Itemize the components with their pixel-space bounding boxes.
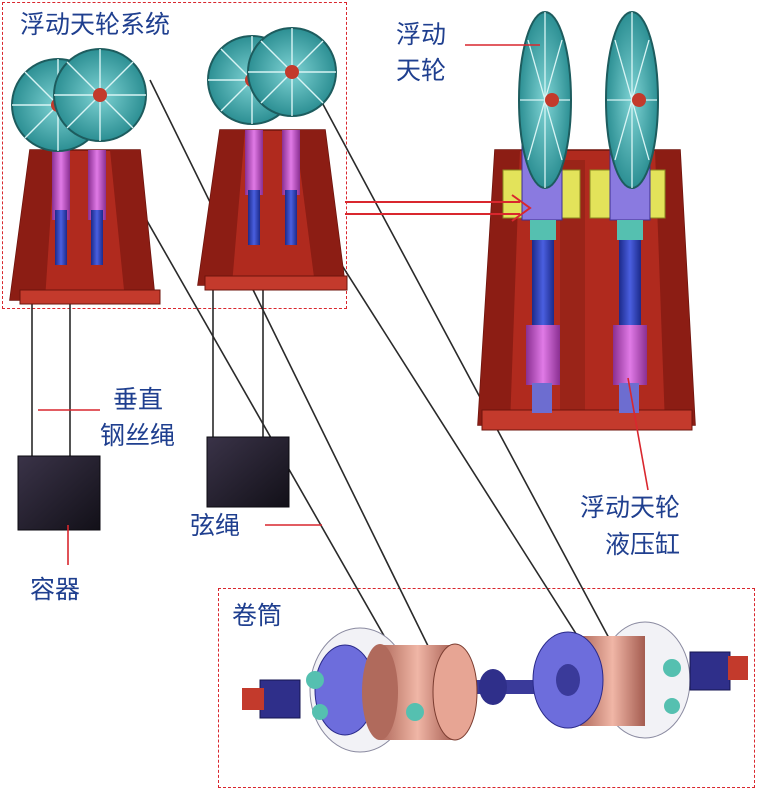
- chord-rope-1: [149, 79, 431, 651]
- leader-lines: [38, 44, 649, 565]
- label-floating-sheave-line2: 天轮: [396, 56, 447, 85]
- enlarged-sheave-wheel-b: [605, 11, 659, 189]
- container-right: [206, 436, 290, 508]
- label-floating-sheave-line1: 浮动: [396, 20, 447, 49]
- drum-assembly: [242, 621, 748, 753]
- enlarged-sheave-unit: [477, 11, 696, 431]
- chord-rope-3: [309, 79, 611, 641]
- label-floating-sheave-system: 浮动天轮系统: [20, 10, 171, 39]
- middle-sheave-wheel-b: [247, 27, 337, 117]
- label-floating-sheave-cylinder-line2: 液压缸: [605, 530, 681, 559]
- middle-sheave-unit: [197, 27, 348, 291]
- left-sheave-unit: [9, 48, 161, 305]
- label-drum: 卷筒: [232, 601, 283, 630]
- label-chord-rope: 弦绳: [190, 511, 241, 540]
- container-left: [17, 455, 101, 531]
- zoom-arrow: [345, 194, 532, 222]
- vertical-ropes: [31, 285, 264, 458]
- label-vertical-rope-line2: 钢丝绳: [100, 421, 176, 450]
- floating-sheave-system-box: [2, 2, 347, 309]
- drum-box: [218, 588, 755, 788]
- label-vertical-rope-line1: 垂直: [113, 385, 164, 414]
- enlarged-sheave-wheel-a: [518, 11, 572, 189]
- left-sheave-wheel-b: [53, 48, 147, 142]
- label-floating-sheave-cylinder-line1: 浮动天轮: [580, 493, 681, 522]
- label-conveyance: 容器: [30, 575, 81, 604]
- chord-rope-2: [117, 169, 396, 656]
